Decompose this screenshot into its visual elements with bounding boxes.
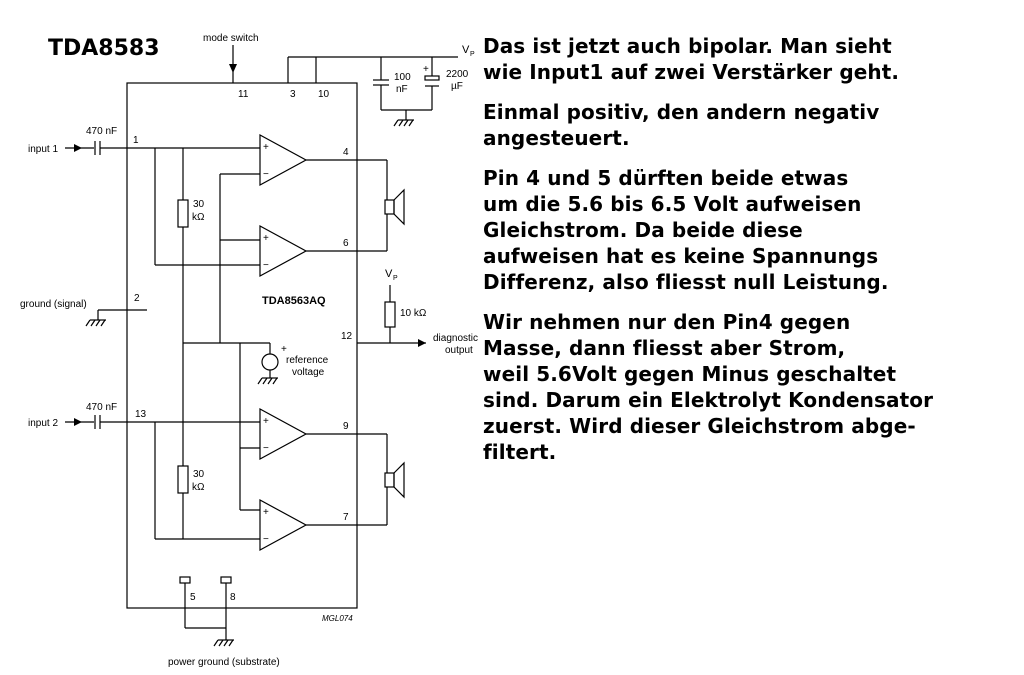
note-line: Gleichstrom. Da beide diese <box>483 218 803 242</box>
pin-6: 6 <box>343 238 349 249</box>
resistor-10k <box>384 301 396 328</box>
reference-label: reference <box>286 355 329 366</box>
res-30-top-value: 30 <box>193 199 205 210</box>
res-10k-label: 10 kΩ <box>400 308 427 319</box>
speaker-2-icon <box>384 461 405 499</box>
ground-signal-label: ground (signal) <box>20 299 87 310</box>
res-30-bot-unit: kΩ <box>192 482 205 493</box>
pin-3: 3 <box>290 89 296 100</box>
vp-mid-sub: P <box>393 275 398 282</box>
vp-mid-label: V <box>385 268 393 280</box>
pin-9: 9 <box>343 421 349 432</box>
input-1-arrow <box>74 144 82 152</box>
vp-top-label: V <box>462 44 470 56</box>
amp4-minus: − <box>263 534 269 545</box>
mode-switch-arrow <box>229 64 237 73</box>
cap-470-2-label: 470 nF <box>86 402 117 413</box>
note-line: Das ist jetzt auch bipolar. Man sieht <box>483 34 892 58</box>
input-1-label: input 1 <box>28 144 58 155</box>
note-line: Einmal positiv, den andern negativ <box>483 100 880 124</box>
amp4-plus: + <box>263 507 269 518</box>
pin-13: 13 <box>135 409 147 420</box>
amp2-plus: + <box>263 233 269 244</box>
figure-code: MGL074 <box>322 614 353 623</box>
cap-2200-plus: + <box>423 64 429 75</box>
cap-100-value: 100 <box>394 72 411 83</box>
resistor-30k-bottom <box>177 465 189 494</box>
amplifier-2: + − <box>259 224 308 278</box>
cap-2200-value: 2200 <box>446 69 469 80</box>
pin-4: 4 <box>343 147 349 158</box>
note-line: zuerst. Wird dieser Gleichstrom abge- <box>483 414 916 438</box>
cap-100-unit: nF <box>396 84 408 95</box>
power-ground-label: power ground (substrate) <box>168 657 280 668</box>
ref-plus: + <box>281 344 287 355</box>
note-line: weil 5.6Volt gegen Minus geschaltet <box>483 362 897 386</box>
amplifier-schematic: TDA8563AQ MGL074 mode switch 11 3 10 V P… <box>20 33 478 668</box>
res-30-top-unit: kΩ <box>192 212 205 223</box>
note-line: wie Input1 auf zwei Verstärker geht. <box>483 60 900 84</box>
page-title: TDA8583 <box>48 36 160 61</box>
voltage-label: voltage <box>292 367 325 378</box>
amp2-minus: − <box>263 260 269 271</box>
pin-2: 2 <box>134 293 140 304</box>
pin-1: 1 <box>133 135 139 146</box>
note-line: Masse, dann fliesst aber Strom, <box>483 336 846 360</box>
amp1-plus: + <box>263 142 269 153</box>
pin-10: 10 <box>318 89 330 100</box>
res-30-bot-value: 30 <box>193 469 205 480</box>
resistor-30k-top <box>177 199 189 228</box>
note-line: angesteuert. <box>483 126 630 150</box>
pin-7: 7 <box>343 512 349 523</box>
pin-11: 11 <box>238 89 249 100</box>
pin-5: 5 <box>190 592 196 603</box>
output-label: output <box>445 345 473 356</box>
amplifier-1: + − <box>259 133 308 187</box>
amplifier-3: + − <box>259 407 308 461</box>
input-2-label: input 2 <box>28 418 58 429</box>
ground-symbol-signal <box>85 319 106 327</box>
ground-symbol-supply <box>393 119 414 127</box>
vp-top-sub: P <box>470 51 475 58</box>
cap-470-1-label: 470 nF <box>86 126 117 137</box>
mode-switch-label: mode switch <box>203 33 259 44</box>
amp3-plus: + <box>263 416 269 427</box>
ic-body <box>126 82 358 609</box>
note-line: um die 5.6 bis 6.5 Volt aufweisen <box>483 192 862 216</box>
diagnostic-label: diagnostic <box>433 333 478 344</box>
diagnostic-arrow <box>418 339 426 347</box>
note-line: filtert. <box>483 440 557 464</box>
ground-symbol-power <box>213 639 234 647</box>
speaker-1-icon <box>384 188 405 226</box>
pin-12: 12 <box>341 331 353 342</box>
amplifier-4: + − <box>259 498 308 552</box>
note-line: aufweisen hat es keine Spannungs <box>483 244 879 268</box>
note-line: Wir nehmen nur den Pin4 gegen <box>483 310 851 334</box>
amp1-minus: − <box>263 169 269 180</box>
amp3-minus: − <box>263 443 269 454</box>
chip-label: TDA8563AQ <box>262 295 326 307</box>
reference-voltage-source <box>261 353 279 371</box>
pin-8: 8 <box>230 592 236 603</box>
note-line: sind. Darum ein Elektrolyt Kondensator <box>483 388 934 412</box>
note-line: Pin 4 und 5 dürften beide etwas <box>483 166 849 190</box>
ground-symbol-reference <box>257 377 278 385</box>
note-line: Differenz, also fliesst null Leistung. <box>483 270 889 294</box>
cap-2200-unit: µF <box>451 81 463 92</box>
input-2-arrow <box>74 418 82 426</box>
